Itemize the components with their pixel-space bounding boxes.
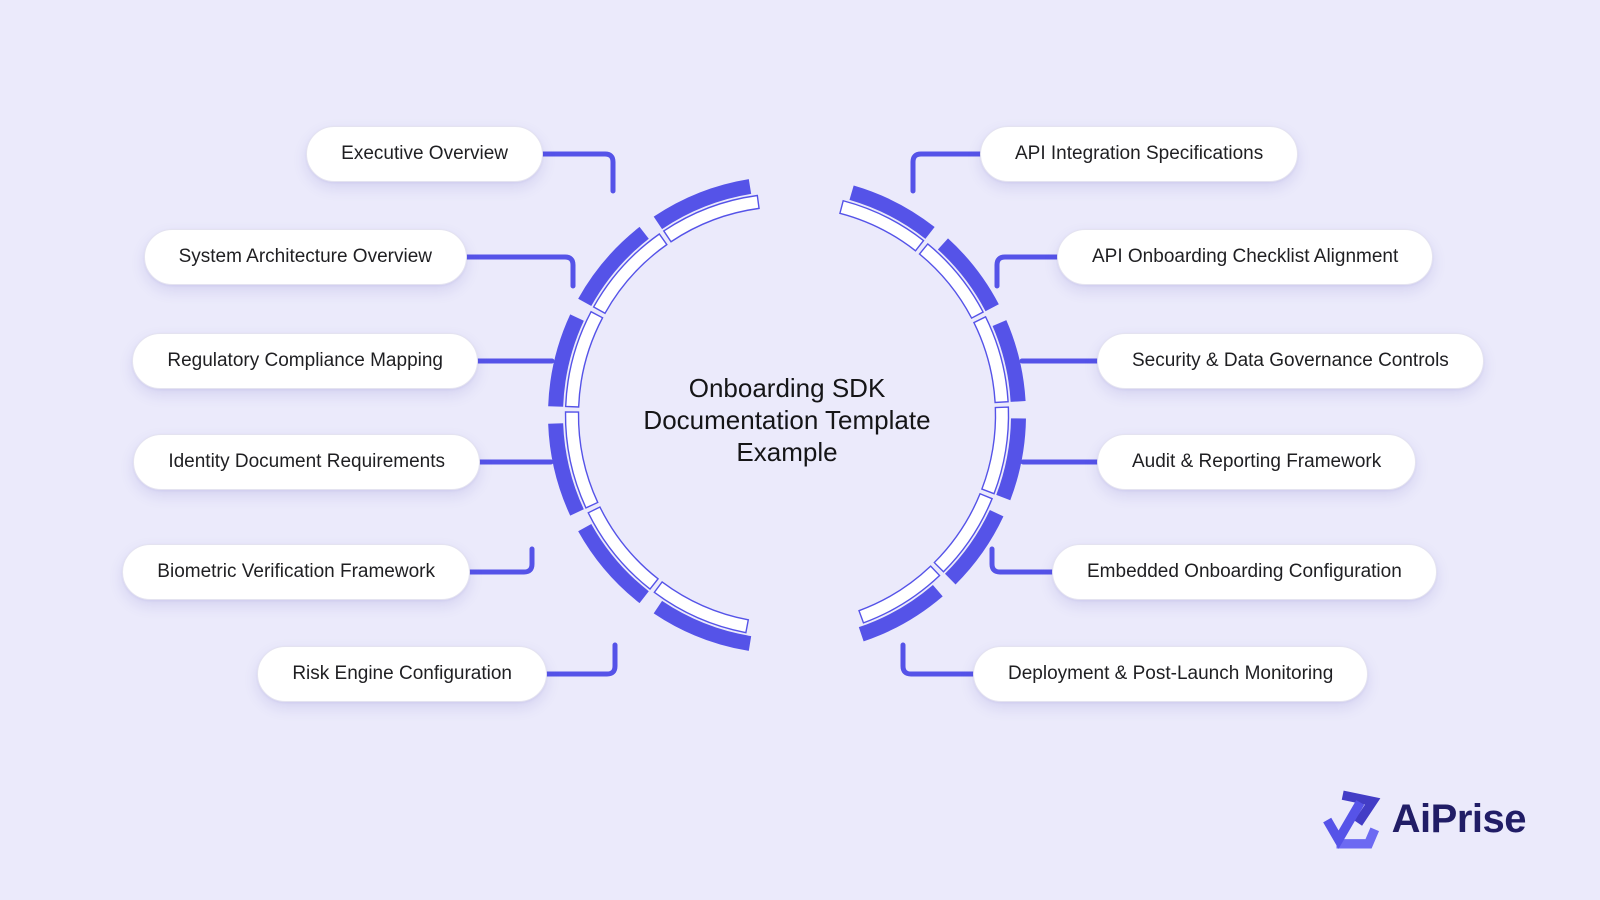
ring-arc-outline	[564, 411, 599, 509]
ring-arc-segment	[548, 314, 584, 407]
label-pill: Executive Overview	[306, 126, 543, 182]
label-pill: API Integration Specifications	[980, 126, 1299, 182]
ring-arc-segment	[937, 238, 999, 312]
label-pill: Biometric Verification Framework	[122, 544, 470, 600]
ring-arc-outline	[592, 233, 668, 315]
ring-arc-outline	[839, 199, 925, 252]
ring-arc-segment	[578, 226, 649, 307]
label-pill: API Onboarding Checklist Alignment	[1057, 229, 1434, 285]
ring-arc-outline	[662, 194, 760, 243]
ring-arc-segment	[996, 418, 1026, 501]
ring-arc-segment	[849, 185, 935, 239]
connector-line	[994, 254, 1060, 289]
ring-arc-outline	[564, 310, 604, 408]
ring-arc-outline	[587, 506, 660, 591]
connector-line	[989, 546, 1055, 575]
ring-segments	[548, 179, 1026, 651]
connector-line	[900, 642, 976, 677]
ring-arc-segment	[548, 423, 584, 516]
ring-arc-outline	[981, 406, 1010, 495]
connector-line	[464, 254, 576, 289]
diagram-title: Onboarding SDK Documentation Template Ex…	[643, 373, 931, 467]
connector-line	[540, 151, 616, 194]
connector-line	[467, 546, 535, 575]
ring-arc-segment	[578, 523, 649, 604]
ring-arc-segment	[992, 320, 1026, 402]
brand-wordmark: AiPrise	[1391, 796, 1527, 841]
label-pill: Identity Document Requirements	[133, 434, 480, 490]
ring-arc-outline	[858, 565, 941, 624]
label-pill: System Architecture Overview	[143, 229, 467, 285]
label-pill: Regulatory Compliance Mapping	[132, 333, 478, 389]
label-pill: Risk Engine Configuration	[257, 646, 547, 702]
connector-line	[910, 151, 983, 194]
ring-arc-outline	[653, 580, 750, 634]
brand-logo: AiPrise	[1321, 788, 1527, 850]
connector-lines	[464, 151, 1100, 677]
connector-line	[544, 642, 618, 677]
ring-arc-segment	[653, 179, 752, 230]
label-pill: Embedded Onboarding Configuration	[1052, 544, 1437, 600]
ring-arc-segment	[653, 600, 752, 651]
label-pill: Security & Data Governance Controls	[1097, 333, 1484, 389]
label-pill: Deployment & Post-Launch Monitoring	[973, 646, 1369, 702]
ring-arc-segment	[858, 584, 943, 642]
ring-arc-outline	[972, 315, 1009, 404]
ring-arc-outline	[918, 242, 985, 320]
ring-arc-segment	[944, 510, 1004, 585]
ring-arc-outline	[933, 492, 993, 573]
label-pill: Audit & Reporting Framework	[1097, 434, 1417, 490]
aiprise-logo-icon	[1322, 790, 1381, 849]
